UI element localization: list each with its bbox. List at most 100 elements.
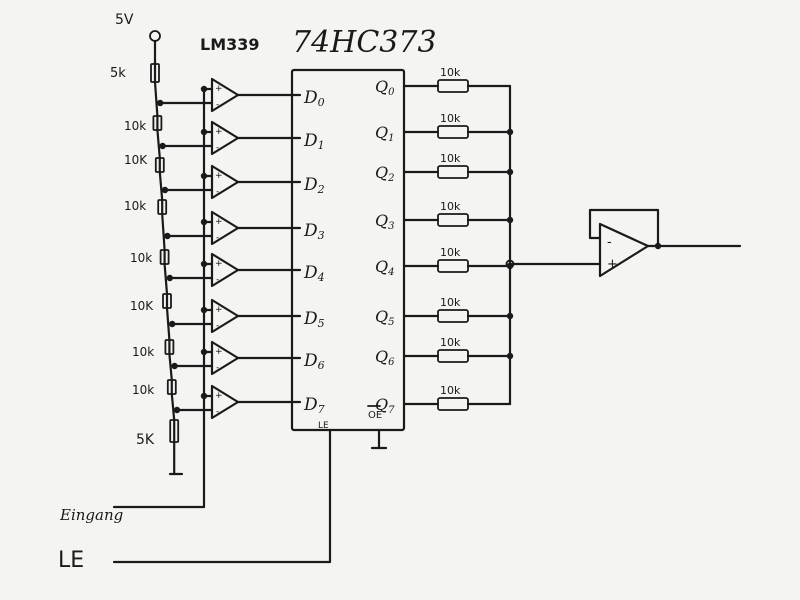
comparator-minus-sign: - — [216, 100, 219, 110]
q-pin-sub: 1 — [388, 133, 394, 144]
ladder-resistor — [152, 115, 163, 131]
ladder-resistor — [166, 379, 177, 395]
ladder-resistor-label: 10k — [124, 119, 146, 133]
d-pin-label: D7 — [303, 395, 325, 416]
comparator-plus-sign: + — [215, 84, 223, 94]
comparator-symbol — [210, 77, 240, 113]
output-resistor-label: 10k — [440, 296, 461, 309]
latch-ic — [290, 68, 406, 432]
ladder-resistor-label: 10K — [124, 153, 148, 167]
q-pin-sub: 5 — [388, 317, 394, 328]
q-pin-sub: 3 — [388, 221, 394, 232]
output-resistor — [437, 165, 469, 179]
d-pin-label: D3 — [303, 221, 325, 242]
le-input-wire — [112, 438, 332, 564]
q-pin-label: Q1 — [375, 123, 395, 144]
ladder-resistor — [162, 293, 172, 309]
junction-dot — [157, 99, 164, 107]
d-pin-label: D1 — [303, 131, 325, 152]
comparator-plus-sign: + — [215, 347, 223, 357]
q-pin-sub: 0 — [388, 87, 395, 98]
comparator-plus-sign: + — [215, 305, 223, 315]
output-resistor — [437, 397, 469, 411]
ladder-resistor — [157, 199, 168, 215]
comparator-symbol — [210, 164, 240, 200]
q-pin-sub: 7 — [388, 405, 395, 416]
comparator-label: LM339 — [200, 35, 260, 54]
d-pin-sub: 5 — [318, 317, 325, 330]
comparator-minus-sign: - — [216, 321, 219, 331]
ladder-resistor — [154, 157, 165, 173]
d-pin-sub: 1 — [318, 139, 325, 152]
opamp-feedback — [588, 208, 660, 248]
comparator-plus-sign: + — [215, 391, 223, 401]
junction-dot — [166, 274, 173, 282]
q-pin-label: Q2 — [375, 163, 395, 184]
output-resistor-label: 10k — [440, 246, 461, 259]
comparator-minus-sign: - — [216, 275, 219, 285]
d-pin-label: D0 — [303, 88, 325, 109]
d-pin-label: D4 — [303, 263, 325, 284]
bottom-resistor-label: 5K — [136, 432, 155, 448]
q-pin-sub: 4 — [387, 267, 394, 278]
ladder-resistor-label: 10k — [132, 383, 154, 397]
comparator-plus-sign: + — [215, 259, 223, 269]
oe-pin-label: OE — [368, 410, 382, 421]
output-resistor-label: 10k — [440, 66, 461, 79]
comparator-plus-sign: + — [215, 217, 223, 227]
components — [149, 30, 650, 443]
output-resistor — [437, 213, 469, 227]
output-resistor-label: 10k — [440, 200, 461, 213]
d-pin-sub: 0 — [318, 96, 325, 109]
q-pin-label: Q4 — [375, 257, 395, 278]
le-pin-label: LE — [318, 421, 329, 431]
opamp-symbol — [598, 222, 650, 278]
q-pin-sub: 6 — [388, 357, 395, 368]
output-resistor-label: 10k — [440, 336, 461, 349]
junction-dot — [169, 320, 176, 328]
output-resistor — [437, 309, 469, 323]
input-label: Eingang — [59, 506, 123, 524]
comparator-minus-sign: - — [216, 143, 219, 153]
output-resistor — [437, 259, 469, 273]
comparator-minus-sign: - — [216, 233, 219, 243]
q-pin-label: Q6 — [375, 347, 395, 368]
q-pin-sub: 2 — [387, 173, 394, 184]
ladder-resistor-label: 10k — [132, 345, 154, 359]
output-resistor — [437, 349, 469, 363]
comparator-symbol — [210, 252, 240, 288]
ladder-resistor-label: 10k — [130, 251, 152, 265]
junction-dot — [171, 362, 178, 370]
ladder-resistor — [150, 63, 160, 83]
comparator-symbol — [210, 298, 240, 334]
ladder-resistor — [159, 249, 170, 265]
output-resistor-label: 10k — [440, 152, 461, 165]
comparator-minus-sign: - — [216, 363, 219, 373]
comparator-symbol — [210, 340, 240, 376]
supply-terminal — [149, 30, 161, 42]
labels: 5V LM339 74HC373 5k 5K LE OE Eingang LE … — [58, 12, 618, 573]
q-pin-label: Q5 — [375, 307, 395, 328]
input-signal-bus — [112, 87, 206, 509]
latch-label: 74HC373 — [292, 25, 437, 60]
d-pin-label: D5 — [303, 309, 325, 330]
junction-dot — [159, 142, 166, 150]
comparator-symbol — [210, 384, 240, 420]
comparator-symbol — [210, 210, 240, 246]
q-pin-label: Q0 — [375, 77, 395, 98]
comparator-plus-sign: + — [215, 127, 223, 137]
junction-dot — [164, 232, 171, 240]
d-pin-sub: 2 — [317, 183, 325, 196]
d-pin-sub: 4 — [317, 271, 325, 284]
comparator-minus-sign: - — [216, 407, 219, 417]
le-input-label: LE — [58, 548, 84, 573]
output-resistor-label: 10k — [440, 112, 461, 125]
opamp-minus-sign: - — [607, 235, 612, 250]
wires — [112, 39, 742, 564]
ladder-resistor — [164, 339, 175, 355]
opamp-plus-sign: + — [607, 257, 618, 272]
q-pin-label: Q3 — [375, 211, 395, 232]
d-pin-sub: 6 — [318, 359, 325, 372]
